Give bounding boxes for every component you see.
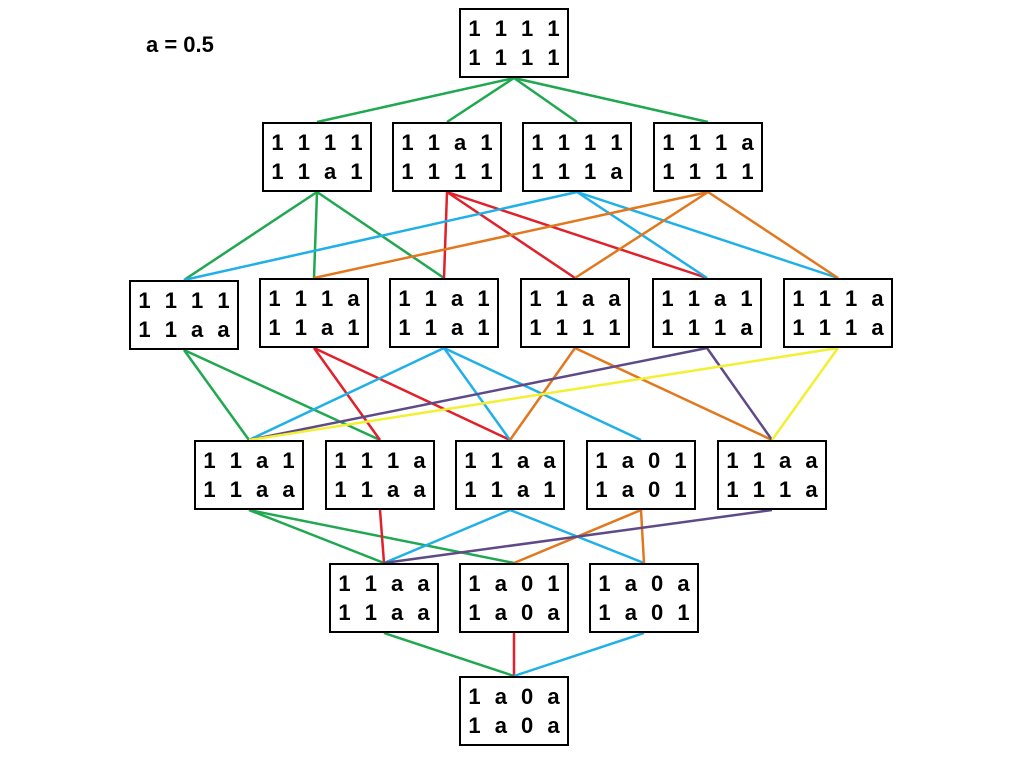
edge-r2f-r3e	[770, 347, 840, 441]
node-row-bottom: 1 a 0 1	[598, 600, 694, 625]
node-row-top: 1 1 a a	[726, 448, 822, 473]
node-row-bottom: 1 1 a 1	[464, 477, 560, 502]
node-row-top: 1 1 a a	[338, 571, 434, 596]
lattice-node-r1b: 1 1 a 1 1 1 1 1	[392, 122, 502, 192]
lattice-node-r2c: 1 1 a 1 1 1 a 1	[389, 278, 499, 348]
node-row-bottom: 1 1 1 1	[662, 159, 758, 184]
node-row-bottom: 1 1 a a	[203, 477, 299, 502]
node-row-top: 1 a 0 1	[595, 448, 691, 473]
edge-r1b-r2e	[446, 190, 708, 280]
node-row-top: 1 1 a 1	[203, 448, 299, 473]
parameter-label: a = 0.5	[146, 32, 214, 57]
lattice-node-r3d: 1 a 0 1 1 a 0 1	[586, 440, 696, 510]
edge-r3a-r4a	[248, 508, 385, 565]
node-row-top: 1 1 a 1	[398, 286, 494, 311]
lattice-node-r0: 1 1 1 1 1 1 1 1	[459, 8, 569, 78]
node-row-top: 1 1 1 1	[271, 130, 367, 155]
node-row-bottom: 1 1 1 a	[726, 477, 822, 502]
lattice-node-r1c: 1 1 1 1 1 1 1 a	[522, 122, 632, 192]
edge-r2e-r3a	[248, 346, 708, 442]
edge-r2c-r3a	[248, 346, 445, 442]
edge-r4a-r5	[383, 631, 515, 678]
node-row-bottom: 1 a 0 a	[468, 713, 564, 738]
lattice-node-r3b: 1 1 1 a 1 1 a a	[325, 440, 435, 510]
lattice-node-r3c: 1 1 a a 1 1 a 1	[455, 440, 565, 510]
node-row-bottom: 1 a 0 a	[468, 600, 564, 625]
node-row-top: 1 1 1 a	[792, 286, 888, 311]
node-row-bottom: 1 1 1 a	[661, 315, 757, 340]
node-row-top: 1 1 a a	[529, 286, 625, 311]
edge-layer	[182, 76, 840, 678]
edge-r1a-r2a	[183, 190, 318, 282]
node-row-bottom: 1 1 a a	[334, 477, 430, 502]
edge-r2a-r3b	[183, 348, 381, 442]
edge-r2e-r3e	[705, 347, 774, 441]
lattice-node-r3e: 1 1 a a 1 1 1 a	[717, 440, 827, 510]
node-row-top: 1 1 1 1	[138, 288, 234, 313]
lattice-node-r1a: 1 1 1 1 1 1 a 1	[262, 122, 372, 192]
lattice-node-r2a: 1 1 1 1 1 1 a a	[129, 280, 239, 350]
node-row-bottom: 1 1 a a	[138, 317, 234, 342]
edge-r1b-r2c	[442, 191, 449, 279]
node-row-bottom: 1 1 a a	[338, 600, 434, 625]
edge-r3c-r4a	[383, 508, 511, 565]
lattice-node-r2e: 1 1 a 1 1 1 1 a	[652, 278, 762, 348]
node-row-bottom: 1 1 1 a	[792, 315, 888, 340]
edge-r1a-r2b	[312, 191, 319, 279]
lattice-node-r1d: 1 1 1 a 1 1 1 1	[653, 122, 763, 192]
edge-r0-r1d	[513, 76, 709, 124]
node-row-bottom: 1 1 a 1	[268, 315, 364, 340]
lattice-node-r2f: 1 1 1 a 1 1 1 a	[783, 278, 893, 348]
node-row-top: 1 1 a 1	[401, 130, 497, 155]
edge-r0-r1a	[316, 76, 515, 124]
edge-r2b-r3c	[313, 346, 511, 442]
node-row-top: 1 a 0 a	[468, 684, 564, 709]
node-row-top: 1 1 1 1	[468, 16, 564, 41]
edge-r2f-r3a	[248, 346, 839, 442]
node-row-top: 1 1 a 1	[661, 286, 757, 311]
node-row-bottom: 1 1 a 1	[398, 315, 494, 340]
node-row-bottom: 1 1 1 1	[529, 315, 625, 340]
edge-r1d-r2d	[574, 190, 709, 280]
node-row-bottom: 1 1 1 a	[531, 159, 627, 184]
node-row-bottom: 1 1 a 1	[271, 159, 367, 184]
node-row-top: 1 1 1 a	[334, 448, 430, 473]
node-row-bottom: 1 a 0 1	[595, 477, 691, 502]
lattice-node-r5: 1 a 0 a 1 a 0 a	[459, 676, 569, 746]
lattice-node-r4b: 1 a 0 1 1 a 0 a	[459, 563, 569, 633]
node-row-top: 1 1 1 a	[662, 130, 758, 155]
edge-r0-r1c	[513, 76, 578, 124]
edge-r0-r1b	[446, 76, 515, 124]
edge-r3d-r4c	[639, 509, 646, 564]
edge-r1d-r2b	[313, 190, 709, 280]
edge-r2a-r3a	[182, 349, 251, 441]
lattice-node-r2d: 1 1 a a 1 1 1 1	[520, 278, 630, 348]
node-row-bottom: 1 1 1 1	[401, 159, 497, 184]
node-row-top: 1 a 0 a	[598, 571, 694, 596]
node-row-top: 1 1 1 a	[268, 286, 364, 311]
lattice-node-r2b: 1 1 1 a 1 1 a 1	[259, 278, 369, 348]
edge-r1d-r2f	[707, 190, 839, 280]
node-row-bottom: 1 1 1 1	[468, 45, 564, 70]
lattice-node-r4a: 1 1 a a 1 1 a a	[329, 563, 439, 633]
node-row-top: 1 1 1 1	[531, 130, 627, 155]
edge-r1c-r2a	[183, 190, 578, 282]
node-row-top: 1 1 a a	[464, 448, 560, 473]
edge-r3e-r4a	[383, 508, 773, 565]
lattice-node-r3a: 1 1 a 1 1 1 a a	[194, 440, 304, 510]
node-row-top: 1 a 0 1	[468, 571, 564, 596]
edge-r4c-r5	[513, 631, 645, 678]
edge-r1c-r2f	[576, 190, 839, 280]
edge-r2d-r3e	[574, 346, 773, 442]
lattice-node-r4c: 1 a 0 a 1 a 0 1	[589, 563, 699, 633]
edge-r3b-r4a	[378, 509, 386, 564]
